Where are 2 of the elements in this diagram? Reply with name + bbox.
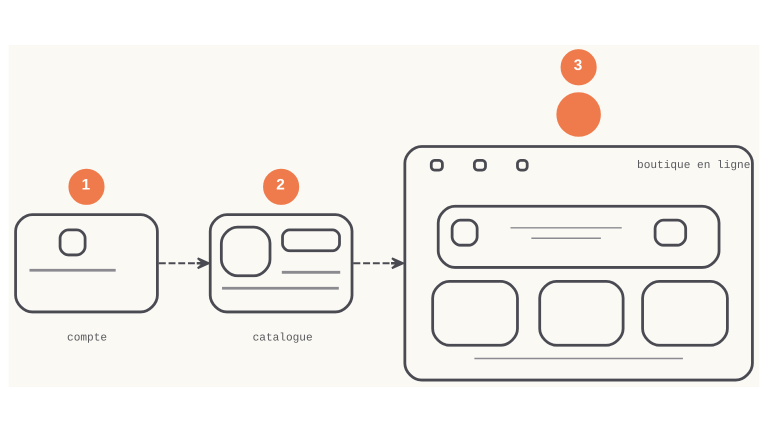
node-label: catalogue bbox=[252, 332, 313, 344]
node-label: compte bbox=[67, 332, 108, 344]
